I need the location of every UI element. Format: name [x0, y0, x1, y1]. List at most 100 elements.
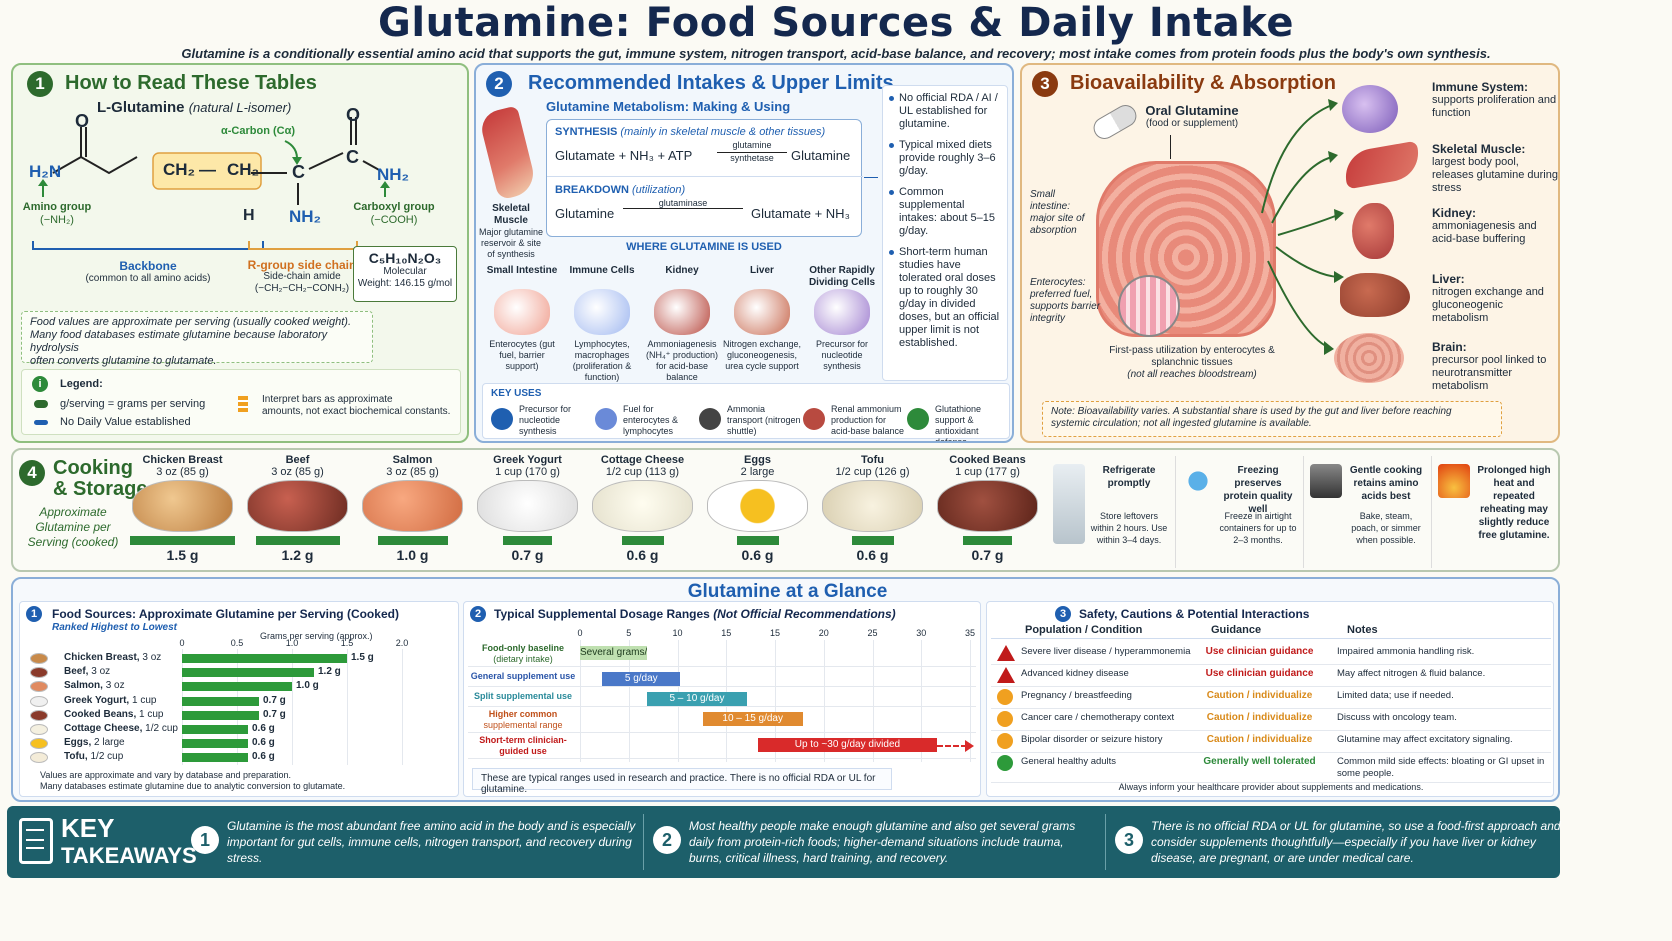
food-name: Greek Yogurt, [64, 694, 130, 706]
organ-name: Liver [750, 265, 774, 276]
oxygen-label-2: O [346, 105, 361, 125]
data-bar [182, 654, 347, 663]
row-divider [991, 752, 1551, 753]
food-bar [130, 536, 235, 545]
takeaway-text: There is no official RDA or UL for gluta… [1151, 819, 1561, 865]
info-icon: i [32, 376, 48, 392]
population-cell: Severe liver disease / hyperammonemia [1021, 646, 1191, 657]
key-uses-box: KEY USES Precursor for nucleotide synthe… [482, 383, 1010, 441]
dosage-bar: 5 g/day [602, 672, 681, 686]
intake-bullet: Common supplemental intakes: about 5–15 … [889, 186, 1001, 238]
panel-intakes: 2 Recommended Intakes & Upper Limits Glu… [474, 63, 1014, 443]
food-icon [30, 653, 48, 664]
small-intestine-label: Small intestine: major site of absorptio… [1030, 189, 1085, 236]
dosage-footnote: These are typical ranges used in researc… [472, 768, 892, 795]
immune-cell-icon [1342, 85, 1398, 133]
food-serving: 1/2 cup (113 g) [605, 466, 680, 478]
table-row: Salmon, 3 oz [64, 680, 184, 691]
grid-line [823, 640, 825, 762]
section-title: How to Read These Tables [65, 72, 317, 94]
molecule-title: L-Glutamine (natural L-isomer) [97, 99, 292, 116]
organ-icon [574, 289, 630, 335]
food-name: Greek Yogurt [493, 454, 562, 466]
target-name: Immune System: [1432, 80, 1529, 94]
axis-tick: 0 [577, 628, 583, 638]
population-cell: Advanced kidney disease [1021, 668, 1129, 679]
label-line-1: Food-only baseline [481, 643, 564, 653]
tip-icon [1053, 464, 1085, 544]
food-value: 0.7 g [511, 547, 544, 563]
enzyme-label-2: glutaminase [623, 198, 743, 209]
ch2-label-b: CH₂ [227, 160, 260, 179]
target-name: Liver: [1432, 272, 1465, 286]
first-pass-label: First-pass utilization by enterocytes & … [1109, 345, 1275, 380]
blue-dash-icon [34, 420, 48, 425]
data-bar [182, 739, 248, 749]
bullet-dot [889, 250, 894, 255]
target-organ: Skeletal Muscle:largest body pool, relea… [1432, 142, 1558, 195]
table-number: 3 [1055, 606, 1071, 622]
guidance-cell: Caution / individualize [1206, 690, 1313, 701]
dosage-bar: 5 – 10 g/day [646, 692, 748, 706]
grid-line [292, 649, 293, 765]
data-bar [182, 696, 259, 706]
carboxyl-group-label: Carboxyl group(−COOH) [353, 201, 435, 226]
row-divider [991, 782, 1551, 783]
grid-line [347, 649, 348, 765]
row-divider [468, 706, 976, 707]
kidney-icon [1352, 203, 1394, 259]
guidance-cell: Use clinician guidance [1205, 646, 1314, 657]
section-title: Recommended Intakes & Upper Limits [528, 72, 894, 94]
food-bar [377, 536, 448, 545]
warning-icon [997, 667, 1015, 683]
oxygen-label-1: O [75, 111, 90, 131]
food-image [247, 480, 348, 532]
row-divider [991, 708, 1551, 709]
glance-section: Glutamine at a Glance 1 Food Sources: Ap… [11, 577, 1560, 802]
data-label: 0.6 g [252, 723, 275, 734]
food-serving: 3 oz (85 g) [386, 466, 439, 478]
dosage-row-label: Short-term clinician-guided use [468, 735, 578, 757]
organ-desc: Enterocytes (gut fuel, barrier support) [489, 339, 555, 371]
grid-line [628, 640, 630, 762]
food-icon [30, 752, 48, 764]
dosage-bar: Up to ~30 g/day divided [758, 738, 937, 752]
data-label: 0.6 g [252, 751, 275, 763]
tip-title: Refrigerate promptly [1102, 465, 1156, 489]
organ-name: Immune Cells [569, 265, 635, 276]
label-line-2: (dietary intake) [493, 654, 553, 664]
safety-footnote: Always inform your healthcare provider a… [1118, 782, 1424, 792]
tip-desc: Freeze in airtight containers for up to … [1219, 511, 1297, 545]
warning-icon [997, 645, 1015, 661]
food-bar [255, 536, 340, 545]
food-name: Tofu [860, 454, 884, 466]
population-cell: Pregnancy / breastfeeding [1021, 690, 1132, 701]
axis-tick: 0.5 [230, 638, 244, 648]
use-label: Glutathione support & antioxidant defens… [935, 404, 982, 443]
label-line-1: Short-term clinician-guided use [479, 735, 567, 756]
food-bar [736, 536, 779, 545]
intake-bullets: No official RDA / AI / UL established fo… [882, 85, 1008, 381]
food-serving: 1 cup [139, 708, 164, 720]
tip-desc: Store leftovers within 2 hours. Use with… [1090, 511, 1168, 545]
food-icon [30, 724, 48, 735]
row-divider [991, 664, 1551, 665]
target-name: Skeletal Muscle: [1432, 142, 1526, 156]
takeaway-number: 3 [1115, 826, 1143, 854]
target-organ: Immune System:supports proliferation and… [1432, 80, 1558, 120]
section-number: 2 [486, 71, 512, 97]
food-name: Eggs [744, 454, 771, 466]
takeaway-text: Most healthy people make enough glutamin… [689, 819, 1076, 865]
food-value: 1.5 g [166, 547, 199, 563]
divider [643, 814, 644, 870]
grid-line [921, 640, 923, 762]
food-serving: 1/2 cup (126 g) [835, 466, 910, 478]
use-label: Fuel for enterocytes & lymphocytes [623, 404, 679, 436]
table-title: Safety, Cautions & Potential Interaction… [1079, 607, 1310, 621]
molecule-structure [32, 117, 390, 250]
